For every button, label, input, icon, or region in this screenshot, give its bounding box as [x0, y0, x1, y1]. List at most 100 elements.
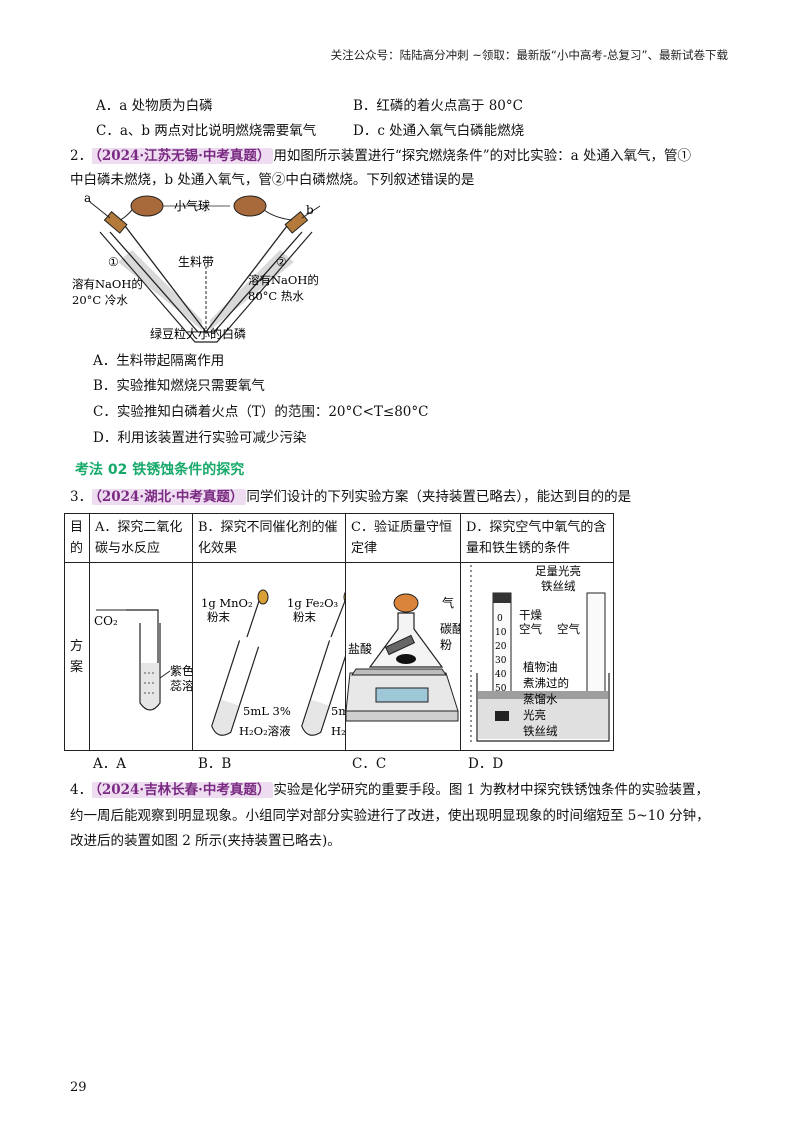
q3-option-c: C．C: [352, 756, 387, 772]
balance-pan: [351, 668, 447, 676]
strip-label: 生料带: [178, 255, 214, 269]
q3-option-d: D．D: [468, 756, 504, 772]
figure-a: CO₂ 紫色 蕊溶: [94, 609, 194, 711]
figb-right-2: 粉末: [293, 610, 316, 624]
oil-layer: [478, 691, 608, 699]
q2-option-c: C．实验推知白磷着火点（T）的范围：20°C<T≤80°C: [93, 404, 429, 420]
hot-water-fill: [210, 250, 294, 330]
figd-bottom-1: 光亮: [523, 708, 546, 722]
q4-stem-line3: 改进后的装置如图 2 所示(夹持装置已略去)。: [70, 833, 341, 849]
q3-header-purpose: 目的: [64, 513, 90, 563]
q3-option-a: A．A: [93, 756, 126, 772]
q1-option-d: D．c 处通入氧气白磷能燃烧: [353, 123, 525, 139]
page-header: 关注公众号：陆陆高分冲刺 ~领取：最新版“小中高考-总复习”、最新试卷下载: [330, 48, 728, 62]
figb-sol-1: 5mL 3%: [243, 704, 291, 718]
q3-plan-b: 1g MnO₂ 粉末 1g Fe₂O₃ 粉末 5mL 3% H₂O₂溶液: [192, 562, 355, 751]
figc-powder-2: 粉: [440, 638, 452, 652]
spatula-left: [246, 600, 260, 638]
q2-option-a: A．生料带起隔离作用: [93, 353, 225, 369]
q2-number: 2．: [70, 148, 93, 164]
stopper-right: [284, 211, 309, 234]
spatula-right: [330, 600, 346, 638]
q2-source-tag: （2024·江苏无锡·中考真题）: [92, 148, 274, 164]
steel-wool-bottom: [495, 711, 509, 721]
q1-option-b: B．红磷的着火点高于 80°C: [353, 98, 523, 114]
inlet-b-arrow: [301, 205, 321, 219]
acid-tube: [384, 634, 416, 656]
figure-d: 0 10 20 30 40 50 足量光亮 铁丝绒 干燥 空气 空气 植物油 煮…: [470, 564, 610, 743]
figb-sol-3: 5m: [331, 704, 345, 718]
q3-source-tag: （2024·湖北·中考真题）: [92, 489, 247, 505]
q4-number: 4．: [70, 782, 93, 798]
figa-liquid-1: 紫色: [170, 664, 192, 678]
q1-option-a: A．a 处物质为白磷: [96, 98, 213, 114]
figure-c: 气 盐酸 碳酸 粉: [345, 593, 464, 722]
tube-b-left: [211, 640, 260, 736]
q3-plan-c: 气 盐酸 碳酸 粉: [345, 562, 464, 751]
q3-plan-d: 0 10 20 30 40 50 足量光亮 铁丝绒 干燥 空气 空气 植物油 煮…: [460, 562, 614, 751]
figd-oil: 植物油: [523, 660, 558, 674]
figc-acid: 盐酸: [348, 641, 372, 656]
q4-stem-line1: 4．（2024·吉林长春·中考真题）实验是化学研究的重要手段。图 1 为教材中探…: [70, 780, 709, 800]
tube1-label: ①: [108, 255, 119, 269]
page-number: 29: [70, 1080, 87, 1095]
cold-water-fill: [118, 250, 202, 330]
figd-water-1: 煮沸过的: [523, 676, 569, 690]
q3-table: 目的 A．探究二氧化碳与水反应 B．探究不同催化剂的催化效果 C．验证质量守恒定…: [64, 513, 614, 751]
q2-stem: 用如图所示装置进行“探究燃烧条件”的对比实验：a 处通入氧气，管①: [273, 148, 691, 164]
q3-purpose-d: D．探究空气中氧气的含量和铁生锈的条件: [460, 513, 614, 563]
left-water-line1: 溶有NaOH的: [72, 277, 143, 291]
q4-line1: 实验是化学研究的重要手段。图 1 为教材中探究铁锈蚀条件的实验装置，: [273, 782, 709, 798]
figd-dry-2: 空气: [519, 622, 542, 636]
beaker-d: [476, 673, 610, 742]
figd-bottom-2: 铁丝绒: [523, 724, 558, 738]
q2-stem-line1: 2．（2024·江苏无锡·中考真题）用如图所示装置进行“探究燃烧条件”的对比实验…: [70, 146, 691, 166]
figd-air: 空气: [557, 622, 580, 636]
figc-balloon: 气: [442, 595, 454, 610]
left-water-line2: 20°C 冷水: [72, 293, 128, 307]
figd-scale-50: 50: [495, 684, 507, 694]
figd-scale-30: 30: [495, 656, 507, 666]
q3-purpose-c: C．验证质量守恒定律: [345, 513, 461, 563]
q3-option-b: B．B: [198, 756, 232, 772]
q3-header-plan: 方案: [64, 562, 90, 751]
q4-stem-line2: 约一周后能观察到明显现象。小组同学对部分实验进行了改进，使出现明显现象的时间缩短…: [70, 808, 710, 824]
figd-top-1: 足量光亮: [535, 564, 581, 578]
figd-top-2: 铁丝绒: [541, 579, 576, 593]
balloon-label: 小气球: [174, 198, 210, 213]
figb-left-2: 粉末: [207, 610, 230, 624]
tube-left: [109, 221, 208, 333]
section-title: 考法 02 铁锈蚀条件的探究: [75, 462, 245, 478]
figd-water-2: 蒸馏水: [523, 692, 558, 706]
q3-purpose-a: A．探究二氧化碳与水反应: [89, 513, 193, 563]
q3-purpose-b: B．探究不同催化剂的催化效果: [192, 513, 346, 563]
balloon-left: [130, 195, 164, 217]
outer-vessel: [99, 231, 313, 343]
figb-left-1: 1g MnO₂: [201, 596, 253, 610]
figure-b: 1g MnO₂ 粉末 1g Fe₂O₃ 粉末 5mL 3% H₂O₂溶液: [201, 589, 355, 738]
figa-gas: CO₂: [94, 614, 118, 628]
right-water-line2: 80°C 热水: [248, 289, 304, 303]
figd-scale-10: 10: [495, 628, 507, 638]
q2-stem-line2: 中白磷未燃烧，b 处通入氧气，管②中白磷燃烧。下列叙述错误的是: [70, 172, 475, 188]
phosphorus-label: 绿豆粒大小的白磷: [150, 326, 246, 341]
figa-liquid-2: 蕊溶: [170, 678, 192, 693]
tube-right: [204, 221, 303, 333]
label-a: a: [84, 192, 91, 205]
figb-right-1: 1g Fe₂O₃: [287, 596, 339, 610]
label-b: b: [306, 203, 314, 217]
q1-option-c: C．a、b 两点对比说明燃烧需要氧气: [96, 123, 317, 139]
figb-sol-4: H₂(: [331, 724, 345, 738]
figd-scale-40: 40: [495, 670, 507, 680]
right-water-line1: 溶有NaOH的: [248, 273, 319, 287]
liquid-a: [141, 663, 159, 709]
figc-powder-1: 碳酸: [440, 621, 460, 636]
figb-sol-2: H₂O₂溶液: [239, 724, 291, 738]
q2-option-d: D．利用该装置进行实验可减少污染: [93, 430, 307, 446]
q3-number: 3．: [70, 489, 93, 505]
q3-stem-line: 3．（2024·湖北·中考真题）同学们设计的下列实验方案（夹持装置已略去），能达…: [70, 487, 631, 507]
figd-scale-0: 0: [497, 614, 503, 624]
balance-display: [375, 687, 429, 703]
figd-dry-1: 干燥: [519, 608, 542, 622]
tube-b-right: [301, 640, 350, 736]
